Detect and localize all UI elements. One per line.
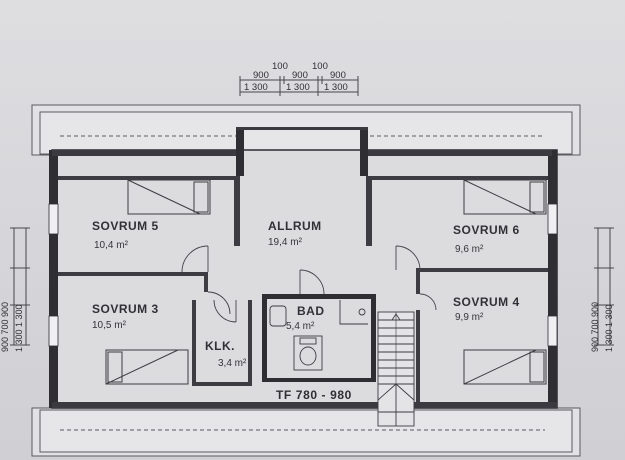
dim-top-1300-c: 1 300 — [324, 82, 348, 93]
room-label-bad: BAD — [297, 304, 325, 318]
building-outline — [49, 127, 558, 409]
room-label-sovrum-3: SOVRUM 3 — [92, 302, 159, 316]
bed-symbols — [105, 179, 547, 385]
room-area-bad: 5,4 m² — [286, 321, 315, 332]
bed-sovrum-5 — [127, 179, 211, 215]
room-area-sovrum-4: 9,9 m² — [455, 312, 484, 323]
room-area-sovrum-3: 10,5 m² — [92, 320, 126, 331]
dim-left-outer: 900 700 900 — [0, 301, 10, 352]
room-label-sovrum-6: SOVRUM 6 — [453, 223, 520, 237]
room-label-klk: KLK. — [205, 339, 235, 353]
roof-eaves — [31, 104, 581, 457]
left-dimension-lines — [10, 227, 30, 346]
dim-left-inner: 1 300 1 300 — [14, 304, 24, 352]
interior-walls — [58, 176, 548, 402]
room-area-allrum: 19,4 m² — [268, 237, 302, 248]
door-swings — [181, 245, 437, 323]
bed-sovrum-6 — [463, 179, 547, 215]
dim-right-inner: 1 300 1 300 — [604, 304, 614, 352]
bed-sovrum-3 — [105, 349, 189, 385]
room-area-sovrum-5: 10,4 m² — [94, 240, 128, 251]
dim-top-900-a: 900 — [253, 70, 269, 81]
bathroom-fixtures — [269, 300, 368, 371]
top-dimension-lines — [239, 76, 359, 96]
dim-top-900-c: 900 — [330, 70, 346, 81]
staircase — [377, 311, 415, 427]
dim-right-outer: 900 700 900 — [590, 301, 600, 352]
room-area-klk: 3,4 m² — [218, 358, 247, 369]
room-label-sovrum-5: SOVRUM 5 — [92, 219, 159, 233]
dim-top-100-b: 100 — [312, 61, 328, 72]
dim-top-900-b: 900 — [292, 70, 308, 81]
dim-top-1300-b: 1 300 — [286, 82, 310, 93]
plan-title: TF 780 - 980 — [276, 388, 352, 402]
room-label-allrum: ALLRUM — [268, 219, 322, 233]
dim-top-1300-a: 1 300 — [244, 82, 268, 93]
room-label-sovrum-4: SOVRUM 4 — [453, 295, 520, 309]
right-dimension-lines — [594, 227, 614, 346]
room-area-sovrum-6: 9,6 m² — [455, 244, 484, 255]
bed-sovrum-4 — [463, 349, 547, 385]
windows — [48, 203, 558, 347]
dim-top-100-a: 100 — [272, 61, 288, 72]
